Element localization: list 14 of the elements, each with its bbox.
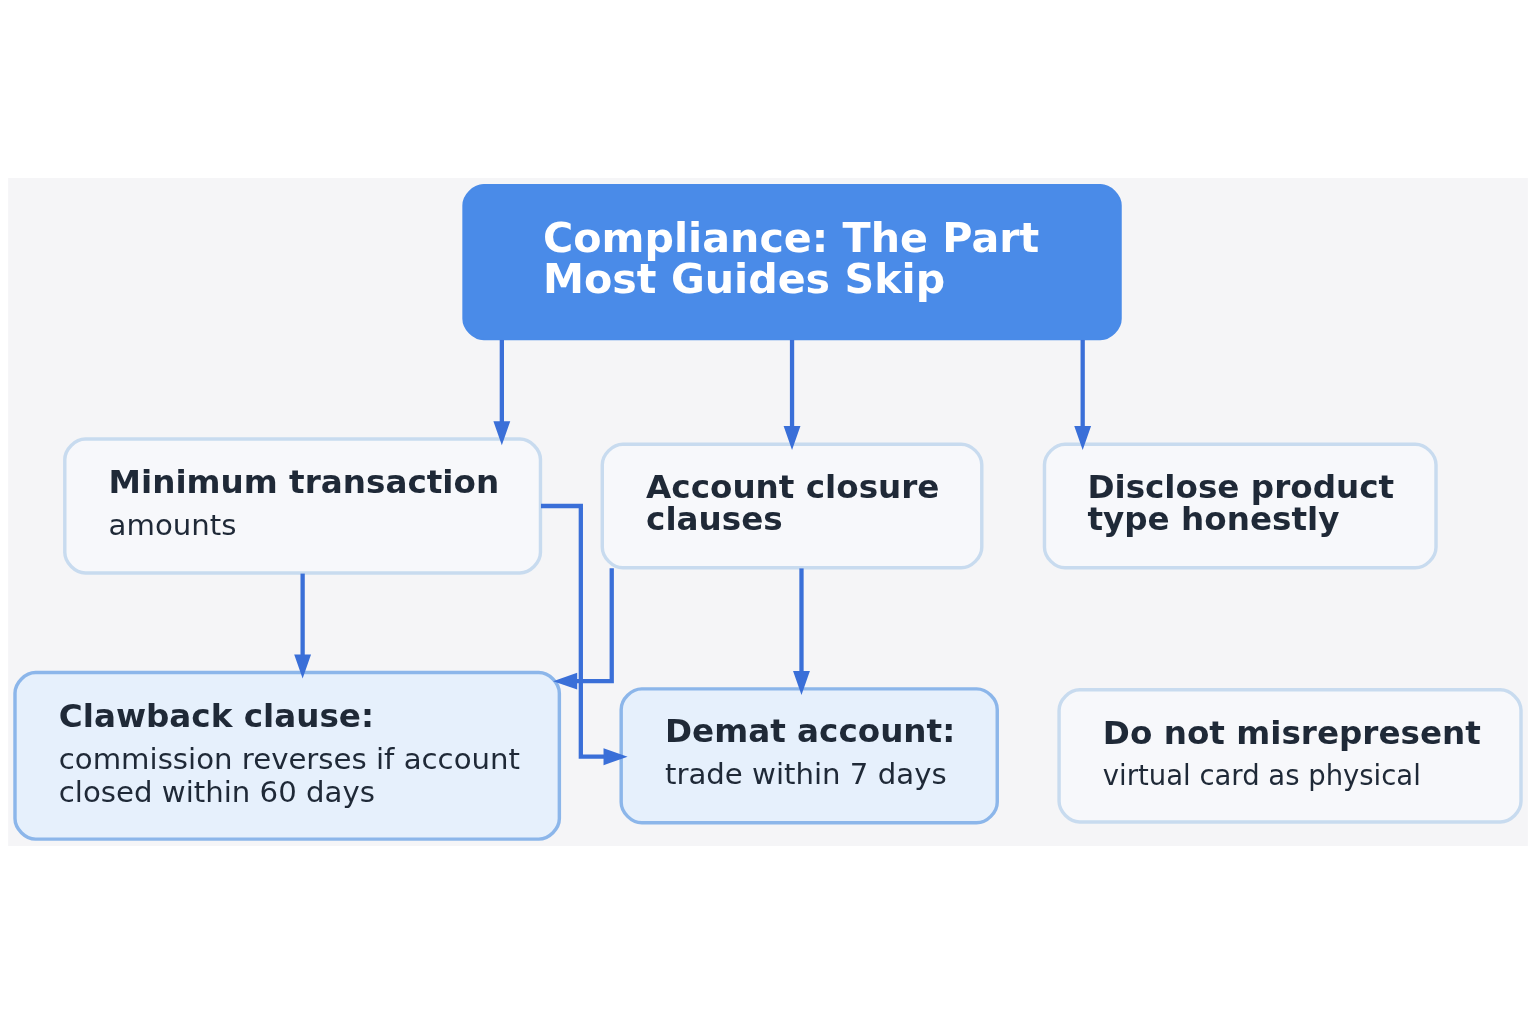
node-box: Minimum transaction amounts bbox=[63, 437, 543, 575]
arrow bbox=[540, 503, 628, 766]
arrow bbox=[294, 573, 312, 679]
node-box: Do not misrepresent virtual card as physical bbox=[1057, 688, 1523, 824]
node-box: Account closure clauses bbox=[600, 442, 984, 570]
node-box: Demat account: trade within 7 days bbox=[619, 687, 999, 825]
node-box: Clawback clause: commission reverses if account closed within 60 days bbox=[13, 670, 562, 841]
arrow bbox=[793, 568, 810, 696]
arrow bbox=[783, 339, 801, 451]
node-box: Disclose product type honestly bbox=[1042, 442, 1438, 570]
arrow bbox=[493, 339, 511, 446]
arrow bbox=[553, 568, 614, 690]
node-box: Compliance: The Part Most Guides Skip bbox=[462, 184, 1122, 341]
arrow bbox=[1074, 339, 1092, 451]
